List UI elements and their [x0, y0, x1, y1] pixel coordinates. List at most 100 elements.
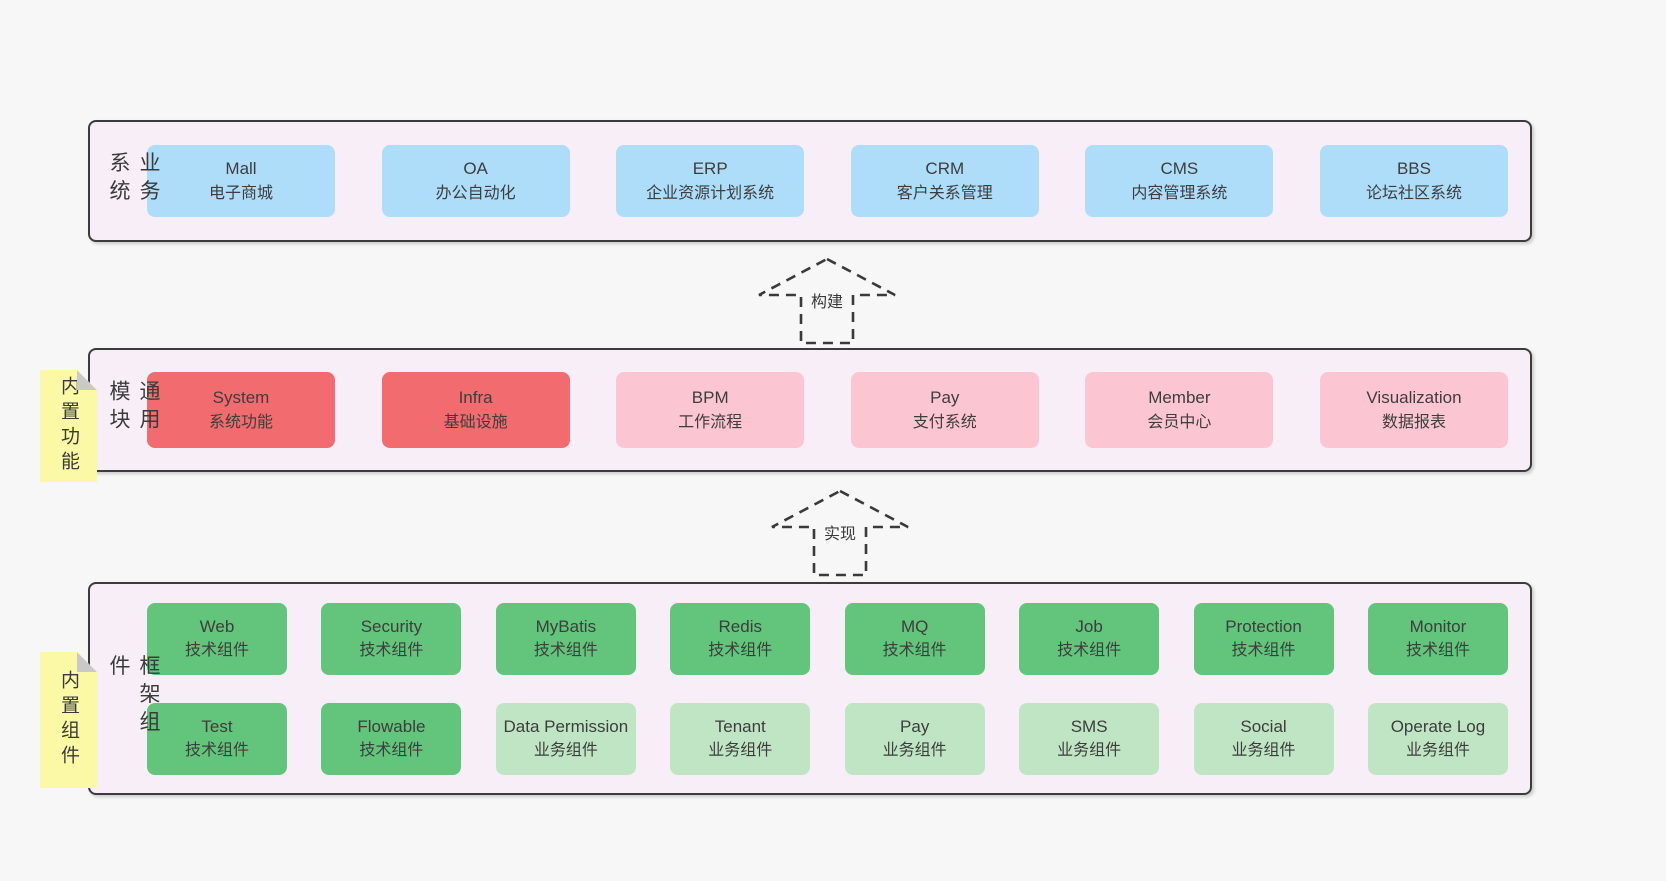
layer-title-components: 框架组件 — [107, 654, 160, 739]
box-subtitle: 会员中心 — [1147, 413, 1212, 431]
box-subtitle: 企业资源计划系统 — [646, 184, 775, 202]
box-subtitle: 数据报表 — [1381, 413, 1446, 431]
box-subtitle: 基础设施 — [443, 413, 508, 431]
box-subtitle: 电子商城 — [208, 184, 273, 202]
box-title: Job — [1075, 616, 1103, 636]
box-title: Redis — [718, 616, 762, 636]
box-test: Test 技术组件 — [147, 702, 287, 775]
layer-title-business: 业务系统 — [107, 151, 160, 208]
modules-box-row: System 系统功能 Infra 基础设施 BPM 工作流程 Pay 支付系统… — [90, 372, 1530, 448]
box-sms: SMS 业务组件 — [1019, 702, 1160, 775]
box-subtitle: 业务组件 — [882, 742, 947, 760]
box-title: SMS — [1070, 716, 1108, 736]
box-cms: CMS 内容管理系统 — [1085, 145, 1274, 217]
sticky-tab-label: 内置组件 — [58, 670, 79, 770]
box-title: Visualization — [1366, 388, 1462, 408]
box-title: Security — [360, 616, 423, 636]
box-title: Pay — [900, 716, 930, 736]
box-title: BPM — [691, 388, 729, 408]
box-subtitle: 业务组件 — [1231, 742, 1296, 760]
box-subtitle: 技术组件 — [708, 642, 773, 660]
box-title: MQ — [900, 616, 929, 636]
box-mybatis: MyBatis 技术组件 — [495, 602, 636, 675]
box-visualization: Visualization 数据报表 — [1319, 372, 1508, 448]
box-subtitle: 业务组件 — [1057, 742, 1122, 760]
box-subtitle: 支付系统 — [912, 413, 977, 431]
box-title: Monitor — [1409, 616, 1467, 636]
box-subtitle: 业务组件 — [1405, 742, 1470, 760]
up-arrow-build: 构建 — [757, 257, 897, 345]
layer-title-modules: 通用模块 — [107, 380, 160, 436]
box-title: Pay — [930, 388, 960, 408]
box-title: CRM — [925, 159, 965, 179]
box-security: Security 技术组件 — [321, 602, 462, 675]
box-oa: OA 办公自动化 — [381, 145, 570, 217]
box-pay-system: Pay 支付系统 — [850, 372, 1039, 448]
box-tenant: Tenant 业务组件 — [670, 702, 811, 775]
common-modules-layer: 内置功能 通用模块 System 系统功能 Infra 基础设施 BPM 工作流… — [88, 348, 1532, 472]
box-protection: Protection 技术组件 — [1193, 602, 1334, 675]
box-title: Mall — [225, 159, 257, 179]
box-title: ERP — [692, 159, 728, 179]
box-mq: MQ 技术组件 — [844, 602, 985, 675]
sticky-tab-label: 内置功能 — [58, 376, 79, 476]
box-subtitle: 工作流程 — [678, 413, 743, 431]
box-subtitle: 内容管理系统 — [1131, 184, 1228, 202]
box-subtitle: 技术组件 — [359, 642, 424, 660]
box-infra: Infra 基础设施 — [381, 372, 570, 448]
box-title: BBS — [1396, 159, 1431, 179]
box-subtitle: 技术组件 — [533, 642, 598, 660]
box-job: Job 技术组件 — [1019, 602, 1160, 675]
box-title: MyBatis — [535, 616, 597, 636]
box-monitor: Monitor 技术组件 — [1367, 602, 1508, 675]
box-title: System — [212, 388, 270, 408]
box-title: Protection — [1225, 616, 1302, 636]
components-box-row-1: Web 技术组件 Security 技术组件 MyBatis 技术组件 Redi… — [90, 602, 1530, 675]
box-crm: CRM 客户关系管理 — [850, 145, 1039, 217]
box-subtitle: 办公自动化 — [435, 184, 516, 202]
box-title: Tenant — [714, 716, 766, 736]
box-title: CMS — [1160, 159, 1199, 179]
box-pay-component: Pay 业务组件 — [844, 702, 985, 775]
sticky-tab-builtin-components: 内置组件 — [40, 652, 97, 788]
box-title: Test — [201, 716, 233, 736]
box-title: Operate Log — [1390, 716, 1486, 736]
box-member: Member 会员中心 — [1085, 372, 1274, 448]
framework-components-layer: 内置组件 框架组件 Web 技术组件 Security 技术组件 MyBatis… — [88, 582, 1532, 795]
box-bbs: BBS 论坛社区系统 — [1319, 145, 1508, 217]
box-flowable: Flowable 技术组件 — [321, 702, 462, 775]
box-title: Social — [1240, 716, 1287, 736]
arrow-label-build: 构建 — [807, 287, 847, 313]
box-title: Data Permission — [503, 716, 629, 736]
box-subtitle: 技术组件 — [882, 642, 947, 660]
box-mall: Mall 电子商城 — [147, 145, 335, 217]
box-subtitle: 业务组件 — [708, 742, 773, 760]
box-web: Web 技术组件 — [147, 602, 287, 675]
up-arrow-dashed-icon — [758, 257, 896, 345]
business-box-row: Mall 电子商城 OA 办公自动化 ERP 企业资源计划系统 CRM 客户关系… — [90, 145, 1530, 217]
box-subtitle: 技术组件 — [1231, 642, 1296, 660]
box-erp: ERP 企业资源计划系统 — [616, 145, 805, 217]
business-systems-layer: 业务系统 Mall 电子商城 OA 办公自动化 ERP 企业资源计划系统 CRM… — [88, 120, 1532, 242]
box-title: OA — [463, 159, 488, 179]
box-title: Infra — [458, 388, 493, 408]
components-box-row-2: Test 技术组件 Flowable 技术组件 Data Permission … — [90, 702, 1530, 775]
box-title: Member — [1148, 388, 1211, 408]
box-subtitle: 技术组件 — [1057, 642, 1122, 660]
up-arrow-implement: 实现 — [770, 489, 910, 577]
box-subtitle: 技术组件 — [184, 642, 249, 660]
box-title: Web — [199, 616, 235, 636]
box-subtitle: 技术组件 — [1405, 642, 1470, 660]
box-operate-log: Operate Log 业务组件 — [1367, 702, 1508, 775]
sticky-tab-builtin-features: 内置功能 — [40, 370, 97, 482]
box-subtitle: 客户关系管理 — [896, 184, 993, 202]
arrow-label-implement: 实现 — [820, 519, 860, 545]
box-title: Flowable — [357, 716, 426, 736]
box-data-permission: Data Permission 业务组件 — [495, 702, 636, 775]
box-subtitle: 技术组件 — [359, 742, 424, 760]
box-social: Social 业务组件 — [1193, 702, 1334, 775]
box-subtitle: 业务组件 — [533, 742, 598, 760]
box-subtitle: 系统功能 — [208, 413, 273, 431]
box-system: System 系统功能 — [147, 372, 335, 448]
